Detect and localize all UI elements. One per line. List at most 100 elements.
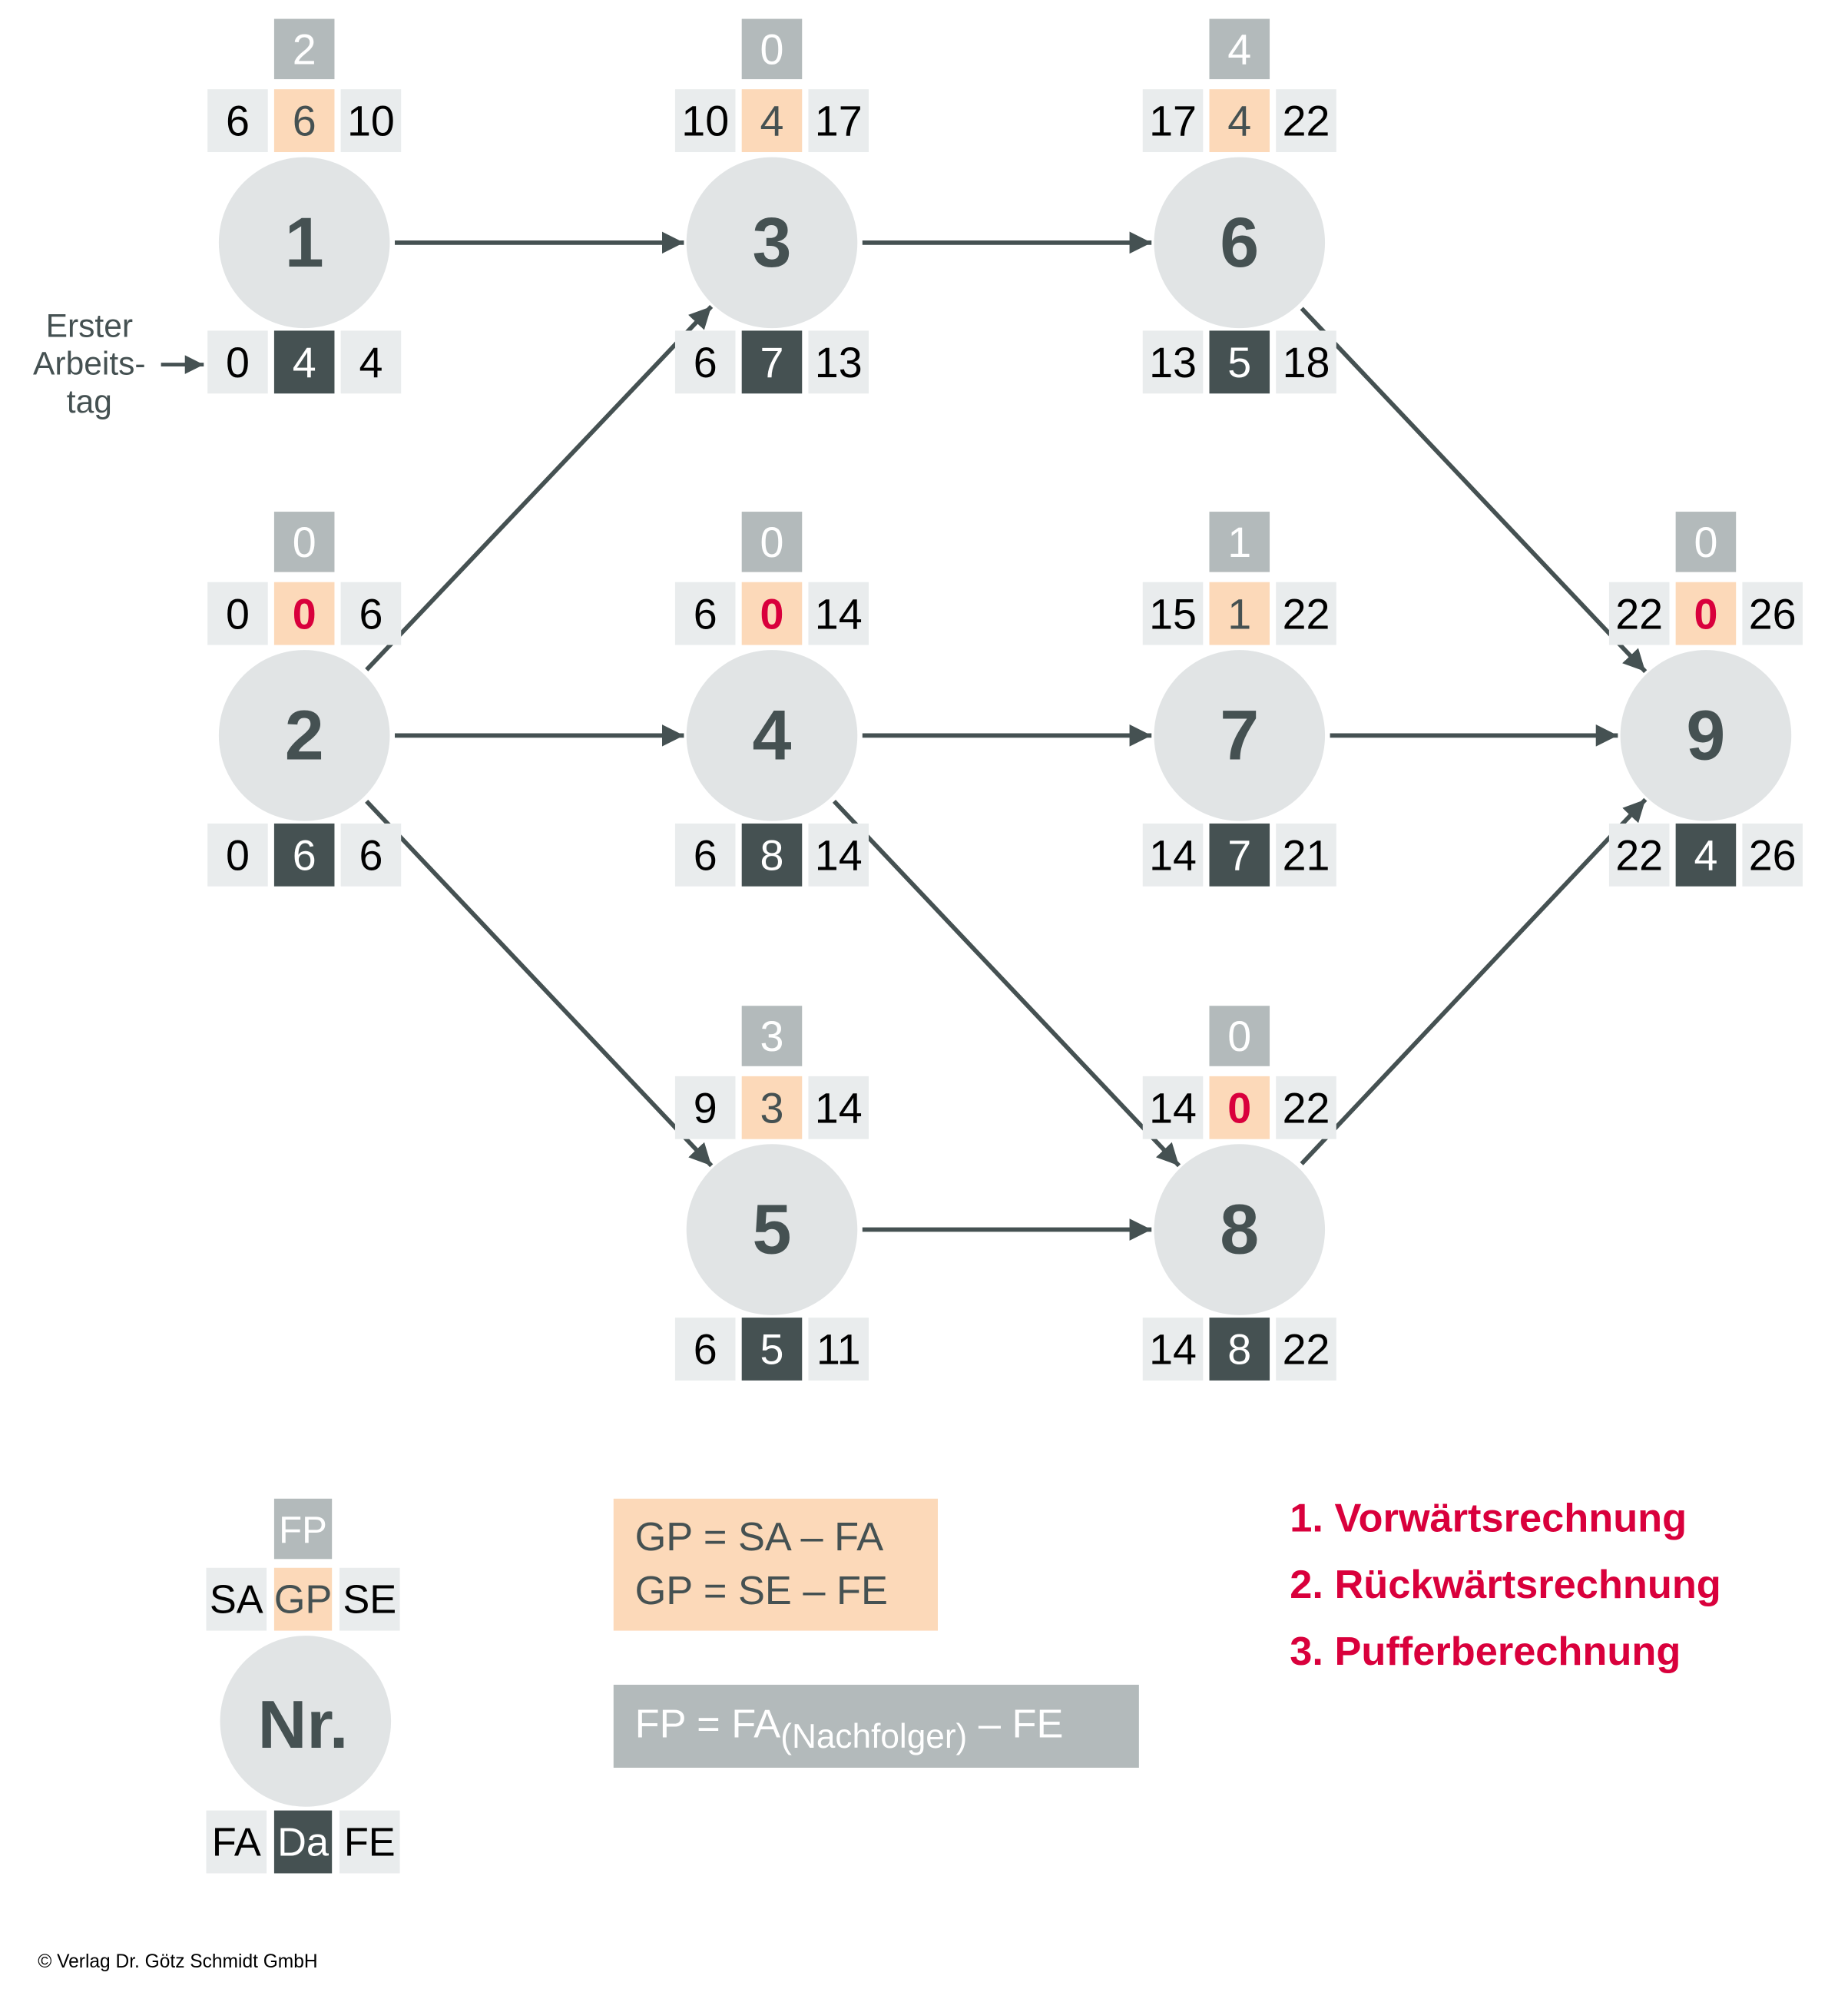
gp-value-cell <box>273 89 335 153</box>
se-value: 22 <box>1283 98 1330 145</box>
step-2: 2. Rückwärtsrechnung <box>1290 1563 1721 1607</box>
da-value-cell <box>741 330 803 394</box>
fa-value: 6 <box>694 831 717 879</box>
fp-value-cell <box>1209 18 1270 80</box>
node-circle <box>1154 157 1326 329</box>
fp-value: 0 <box>1694 519 1717 566</box>
se-value: 10 <box>347 98 395 145</box>
sa-value: 9 <box>694 1084 717 1132</box>
se-value: 22 <box>1283 590 1330 638</box>
fp-value-cell <box>1209 1006 1270 1066</box>
gp-value-cell <box>1209 1076 1270 1139</box>
gp-value: 0 <box>1694 590 1717 638</box>
node-circle <box>686 650 858 821</box>
node-number: 2 <box>285 696 324 774</box>
fp-value: 0 <box>293 519 316 566</box>
gp-value-cell <box>741 1076 803 1139</box>
da-value-cell <box>1209 1318 1270 1381</box>
fe-value-cell <box>1276 330 1336 394</box>
legend-sa: SA <box>210 1578 263 1623</box>
fp-formula: FP = FA(Nachfolger) – FE <box>635 1702 1064 1755</box>
se-value: 6 <box>359 590 383 638</box>
fp-formula-box: FP = FA(Nachfolger) – FE <box>613 1684 1139 1768</box>
gp-value-cell <box>741 89 803 153</box>
fp-formula-end: – FE <box>967 1702 1063 1747</box>
fp-value: 4 <box>1227 25 1251 73</box>
se-value-cell <box>808 1076 869 1139</box>
da-value: 5 <box>1227 339 1251 386</box>
fa-value-cell <box>1142 330 1204 394</box>
gp-value: 0 <box>293 590 316 638</box>
fe-value: 11 <box>816 1326 861 1374</box>
fa-value: 6 <box>694 339 717 386</box>
node-number: 1 <box>285 204 324 282</box>
fe-value-cell <box>1742 823 1803 887</box>
fe-value-cell <box>808 330 869 394</box>
node-number: 4 <box>752 696 791 774</box>
se-value: 17 <box>815 98 863 145</box>
fe-value-cell <box>340 330 402 394</box>
node-circle <box>686 1144 858 1315</box>
fa-value-cell <box>674 330 736 394</box>
sa-value-cell <box>1142 582 1204 645</box>
gp-formula-2: GP = SE – FE <box>635 1569 888 1613</box>
fp-value: 2 <box>293 25 316 73</box>
gp-value: 4 <box>760 98 784 145</box>
edges <box>365 231 1648 1241</box>
fp-formula-main: FP = FA <box>635 1702 781 1747</box>
sa-value-cell <box>1142 89 1204 153</box>
fp-value-cell <box>741 1006 803 1066</box>
sa-value-cell <box>674 1076 736 1139</box>
gp-value: 0 <box>1227 1084 1251 1132</box>
da-value: 7 <box>1227 831 1251 879</box>
da-value: 5 <box>760 1326 784 1374</box>
start-label-line3: tag <box>67 383 112 420</box>
gp-value-cell <box>273 582 335 645</box>
fa-value-cell <box>674 1318 736 1381</box>
fa-value-cell <box>207 330 268 394</box>
edge-8-9 <box>1300 797 1648 1165</box>
se-value-cell <box>808 89 869 153</box>
legend-nr: Nr. <box>258 1686 349 1762</box>
node-number: 9 <box>1686 696 1725 774</box>
fa-value: 13 <box>1149 339 1197 386</box>
fa-value: 0 <box>226 831 250 879</box>
fe-value-cell <box>1276 1318 1336 1381</box>
node-number: 5 <box>752 1191 791 1269</box>
se-value-cell <box>1276 582 1336 645</box>
legend-fp: FP <box>279 1510 327 1551</box>
fa-value: 22 <box>1615 831 1663 879</box>
se-value-cell <box>1742 582 1803 645</box>
start-label-line2: Arbeits- <box>33 346 146 383</box>
gp-formula-box: GP = SA – FA GP = SE – FE <box>613 1498 939 1631</box>
fp-value-cell <box>741 18 803 80</box>
fp-value-cell <box>273 512 335 572</box>
sa-value-cell <box>1142 1076 1204 1139</box>
gp-value-cell <box>741 582 803 645</box>
da-value: 6 <box>293 831 316 879</box>
node-circle <box>1154 650 1326 821</box>
fa-value: 6 <box>694 1326 717 1374</box>
edge-4-8 <box>832 799 1181 1168</box>
fp-value: 0 <box>1227 1013 1251 1060</box>
fe-value: 18 <box>1283 339 1330 386</box>
start-label-line1: Erster <box>46 308 133 345</box>
da-value-cell <box>1209 823 1270 887</box>
se-value: 14 <box>815 590 863 638</box>
sa-value: 6 <box>694 590 717 638</box>
sa-value: 10 <box>681 98 729 145</box>
sa-value: 14 <box>1149 1084 1197 1132</box>
step-1: 1. Vorwärtsrechnung <box>1290 1496 1687 1540</box>
edge-2-3 <box>365 304 714 671</box>
sa-value: 22 <box>1615 590 1663 638</box>
fa-value-cell <box>207 823 268 887</box>
sa-value-cell <box>674 582 736 645</box>
